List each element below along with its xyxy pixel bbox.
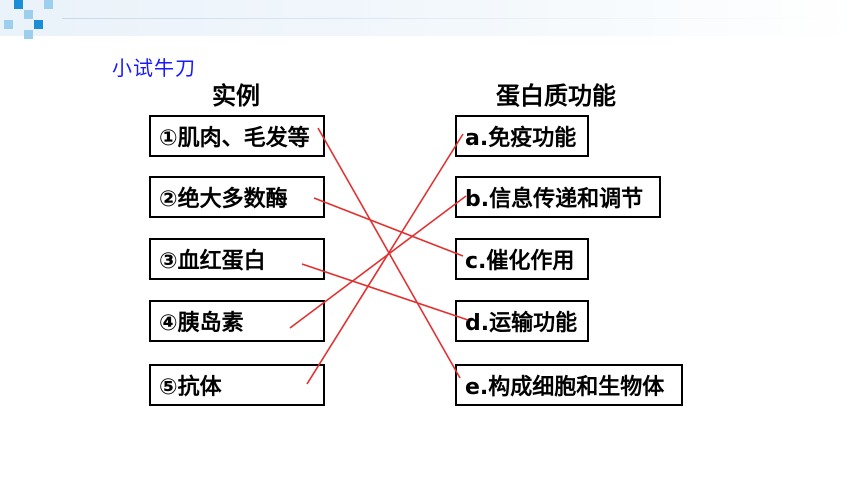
example-box-4: ④胰岛素	[149, 300, 325, 342]
example-box-1: ①肌肉、毛发等	[149, 115, 325, 157]
match-line-2-c	[313, 197, 464, 257]
example-box-3: ③血红蛋白	[149, 238, 325, 280]
function-box-d: d.运输功能	[455, 300, 589, 342]
match-line-3-d	[301, 263, 469, 321]
match-line-5-a	[306, 133, 464, 385]
header-divider	[62, 18, 860, 19]
logo-squares-icon	[0, 0, 64, 40]
function-box-b: b.信息传递和调节	[455, 176, 661, 218]
function-box-c: c.催化作用	[455, 238, 589, 280]
example-box-2: ②绝大多数酶	[149, 176, 325, 218]
function-box-a: a.免疫功能	[455, 115, 589, 157]
section-title: 小试牛刀	[112, 56, 196, 80]
function-box-e: e.构成细胞和生物体	[455, 364, 683, 406]
left-column-header: 实例	[212, 82, 260, 110]
right-column-header: 蛋白质功能	[496, 82, 616, 110]
example-box-5: ⑤抗体	[149, 364, 325, 406]
match-line-4-b	[289, 195, 467, 329]
